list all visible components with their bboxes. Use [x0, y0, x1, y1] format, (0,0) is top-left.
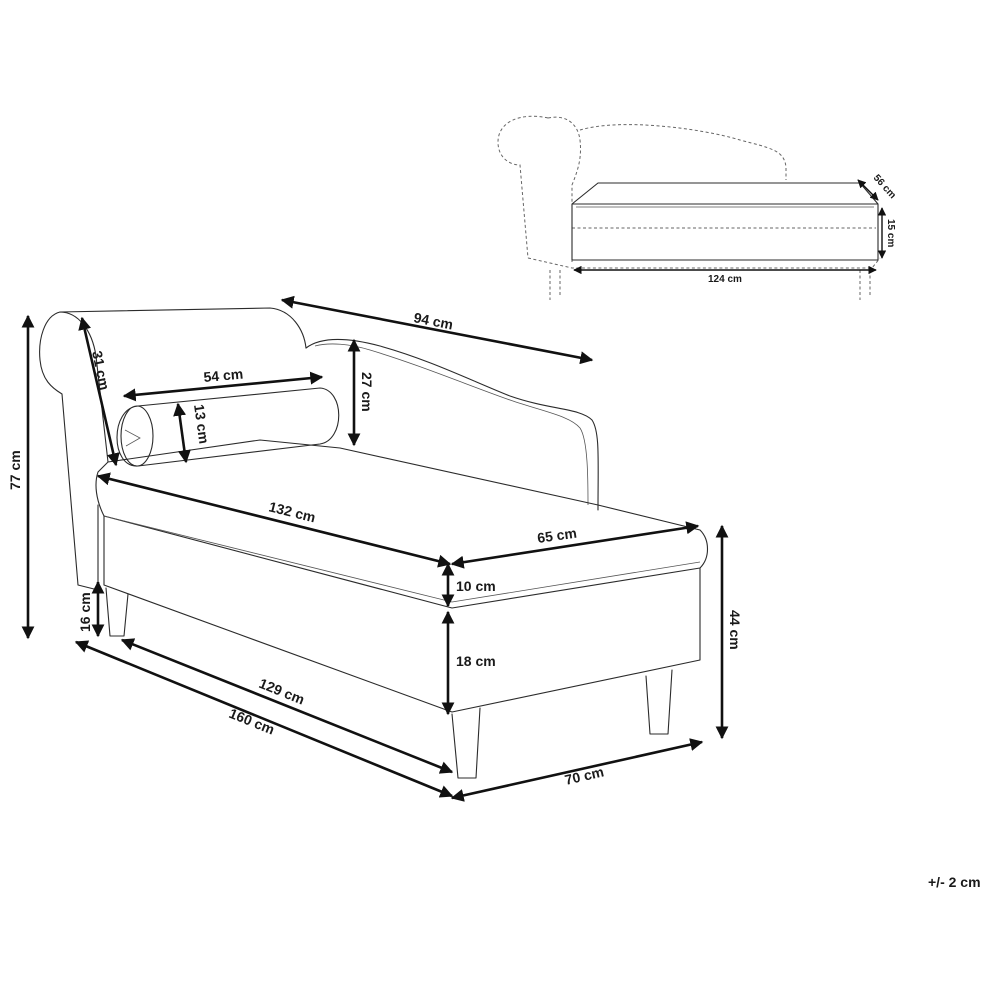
base-length-arrow	[120, 638, 454, 774]
storage-depth-arrow	[857, 179, 879, 201]
cushion-height-label: 10 cm	[456, 578, 496, 594]
depth-top-arrow	[280, 295, 594, 365]
backrest	[305, 339, 599, 511]
seat-width-arrow	[450, 521, 700, 569]
storage-box	[571, 182, 879, 261]
seat-cushion	[95, 439, 709, 609]
armrest-arrow	[78, 316, 120, 467]
storage-length-label: 124 cm	[708, 274, 742, 285]
leg-height-label: 16 cm	[77, 592, 93, 632]
seat-height-label: 44 cm	[727, 610, 743, 650]
inset-chaise-outline	[497, 115, 787, 262]
depth-top-label: 94 cm	[412, 309, 454, 332]
total-length-arrow	[74, 640, 454, 798]
seat-length-arrow	[96, 472, 452, 568]
bolster-diameter-arrow	[173, 402, 191, 464]
dimension-labels: 94 cm 31 cm 54 cm 27 cm 13 cm 77 cm 132 …	[7, 309, 981, 890]
leg	[451, 707, 481, 779]
total-height-label: 77 cm	[7, 450, 23, 490]
total-length-label: 160 cm	[227, 705, 277, 738]
bolster-length-arrow	[122, 371, 324, 402]
tolerance-note: +/- 2 cm	[928, 874, 981, 890]
leg	[645, 669, 673, 735]
chaise-base	[103, 515, 701, 713]
storage-height-label: 15 cm	[885, 219, 896, 247]
leg	[105, 587, 129, 637]
armrest-label: 31 cm	[89, 349, 113, 391]
bolster-length-label: 54 cm	[203, 366, 244, 385]
dimension-lines	[21, 295, 729, 802]
storage-inset: 56 cm 15 cm 124 cm	[497, 115, 898, 300]
bolster-diameter-label: 13 cm	[191, 403, 212, 445]
backrest-height-label: 27 cm	[359, 372, 375, 412]
base-height-label: 18 cm	[456, 653, 496, 669]
total-width-arrow	[450, 738, 704, 802]
seat-width-label: 65 cm	[536, 525, 578, 546]
total-width-label: 70 cm	[563, 763, 605, 788]
